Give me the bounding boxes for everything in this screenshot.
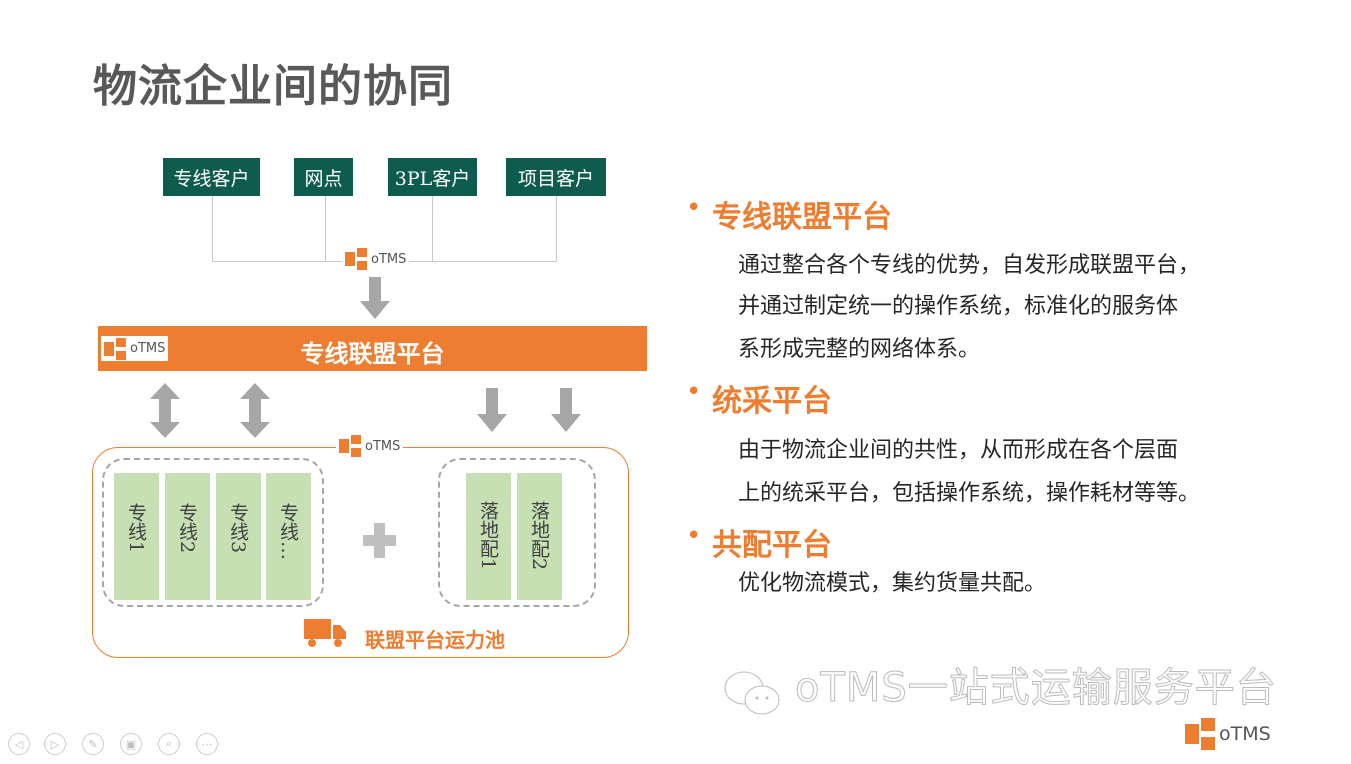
next-slide-button[interactable]: ▷	[44, 733, 66, 755]
otms-mark-icon	[1185, 718, 1215, 750]
wechat-icon	[724, 671, 780, 715]
connector	[212, 196, 213, 261]
page-title: 物流企业间的协同	[93, 61, 453, 112]
connector	[556, 196, 557, 261]
double-arrow-icon	[150, 383, 180, 438]
arrow-down-icon	[551, 388, 581, 432]
section-text: 系形成完整的网络体系。	[738, 337, 981, 362]
line-group	[102, 458, 324, 607]
pool-label: 联盟平台运力池	[365, 628, 505, 652]
section-text: 上的统采平台，包括操作系统，操作耗材等等。	[738, 481, 1201, 506]
platform-title: 专线联盟平台	[300, 340, 445, 368]
customer-box: 项目客户	[506, 158, 606, 196]
otms-mark-icon	[345, 248, 367, 270]
arrow-down-icon	[360, 277, 390, 319]
section-text: 通过整合各个专线的优势，自发形成联盟平台，	[738, 253, 1201, 278]
delivery-column: 落地配2	[517, 473, 562, 600]
prev-slide-button[interactable]: ◁	[8, 733, 30, 755]
section-text: 并通过制定统一的操作系统，标准化的服务体	[738, 294, 1179, 319]
section-text: 优化物流模式，集约货量共配。	[738, 571, 1047, 596]
customer-box: 网点	[294, 158, 353, 196]
delivery-column: 落地配1	[466, 473, 511, 600]
bullet: •	[686, 521, 702, 551]
line-column: 专线1	[114, 473, 159, 600]
delivery-group	[438, 458, 596, 607]
customer-box: 3PL客户	[388, 158, 477, 196]
more-button[interactable]: ⋯	[196, 733, 218, 755]
bullet: •	[686, 377, 702, 407]
pen-button[interactable]: ✎	[82, 733, 104, 755]
zoom-button[interactable]: ⌕	[158, 733, 180, 755]
customer-box: 专线客户	[163, 158, 260, 196]
slides-button[interactable]: ▣	[120, 733, 142, 755]
otms-logo: oTMS	[336, 433, 404, 459]
watermark: oTMS一站式运输服务平台	[795, 665, 1277, 711]
platform-bar: oTMS 专线联盟平台	[98, 326, 647, 371]
arrow-down-icon	[477, 388, 507, 432]
otms-mark-icon	[104, 337, 126, 360]
otms-mark-icon	[339, 435, 361, 457]
otms-logo: oTMS	[1182, 718, 1274, 750]
line-column: 专线…	[266, 473, 311, 600]
double-arrow-icon	[240, 383, 270, 438]
section-heading: 专线联盟平台	[712, 200, 892, 235]
plus-icon	[363, 523, 396, 558]
truck-icon	[304, 619, 346, 647]
line-column: 专线2	[165, 473, 210, 600]
connector	[325, 196, 326, 261]
section-heading: 共配平台	[712, 528, 832, 563]
line-column: 专线3	[216, 473, 261, 600]
connector	[432, 196, 433, 261]
bullet: •	[686, 193, 702, 223]
otms-logo: oTMS	[101, 336, 169, 361]
otms-logo: oTMS	[342, 248, 410, 270]
section-heading: 统采平台	[712, 384, 832, 419]
section-text: 由于物流企业间的共性，从而形成在各个层面	[738, 438, 1179, 463]
